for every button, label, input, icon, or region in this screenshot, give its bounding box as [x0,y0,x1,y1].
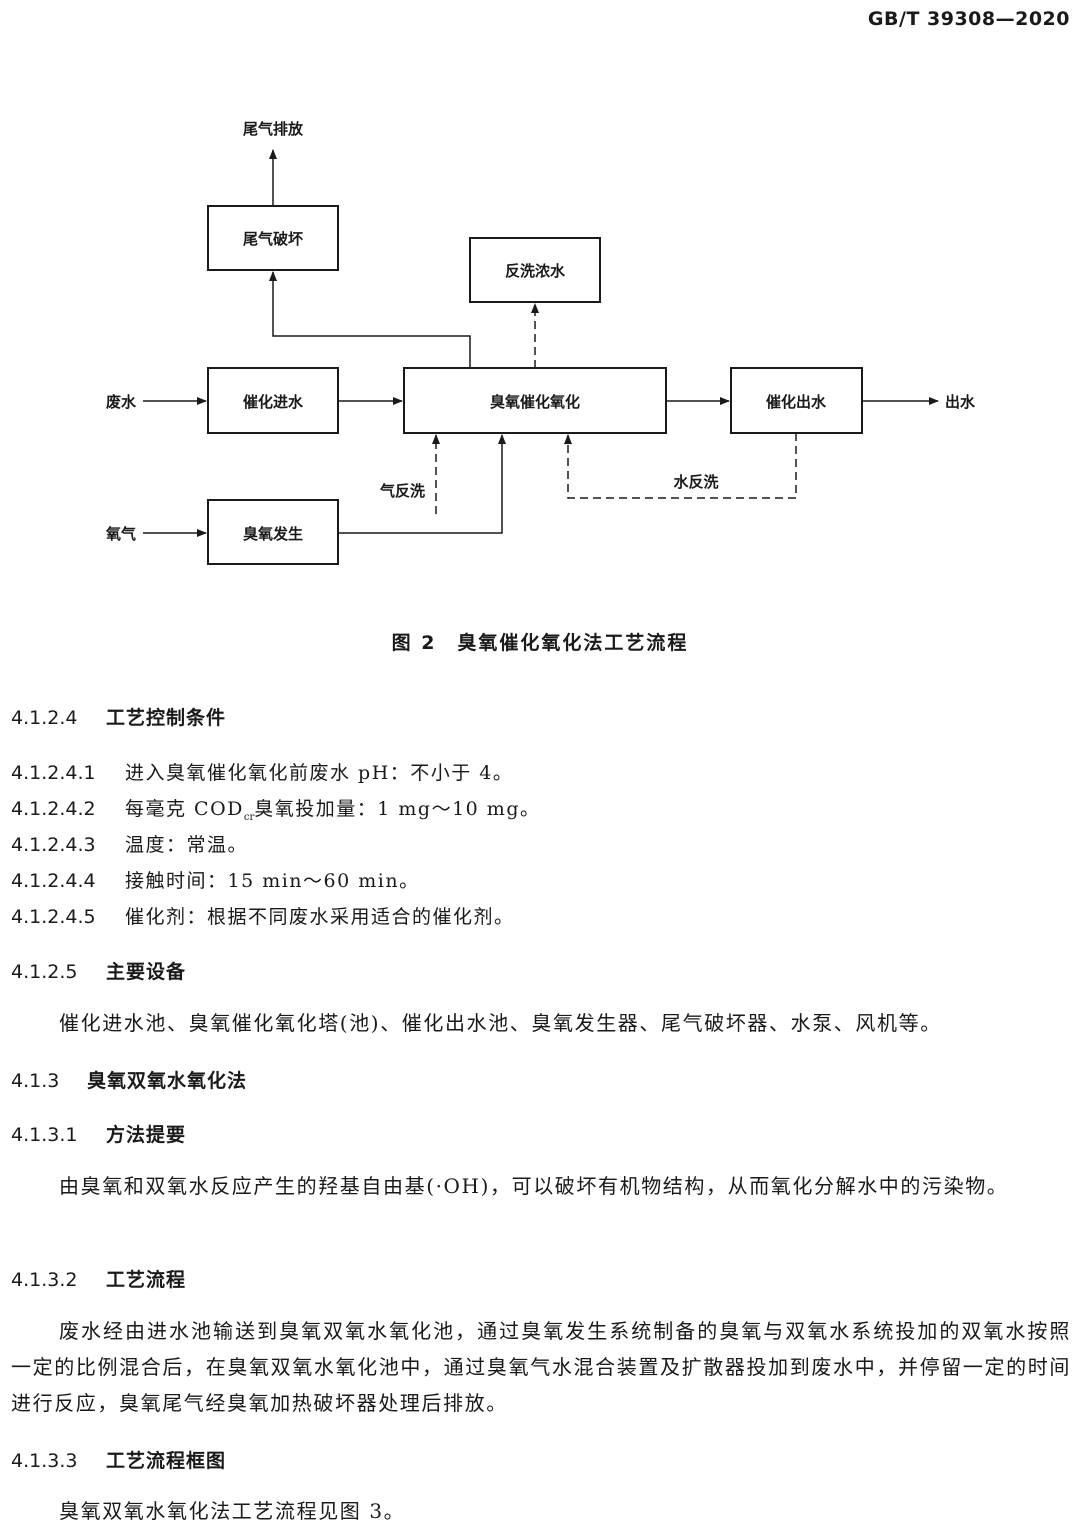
arrow-water-backwash [564,433,797,499]
label-catalytic-inlet: 催化进水 [243,393,304,411]
label-tail-gas-destruction: 尾气破坏 [243,230,303,248]
item-number: 4.1.2.4.1 [11,762,96,784]
section-heading-4-1-2-5: 4.1.2.5 主要设备 [11,957,186,984]
section-heading-4-1-3-1: 4.1.3.1 方法提要 [11,1120,186,1147]
section-number: 4.1.2.4 [11,707,78,729]
section-heading-4-1-2-4: 4.1.2.4 工艺控制条件 [11,703,226,730]
item-text-after: 臭氧投加量：1 mg～10 mg。 [254,798,541,820]
label-tail-gas-discharge: 尾气排放 [243,120,304,138]
process-flow-diagram: 尾气排放 尾气破坏 反洗浓水 废水 催化进水 臭氧催化氧化 催化出水 出水 气反… [105,120,976,565]
label-water-backwash: 水反洗 [673,473,718,491]
section-number: 4.1.3.1 [11,1124,78,1146]
label-wastewater: 废水 [106,393,137,411]
label-gas-backwash: 气反洗 [379,482,425,500]
list-item: 4.1.2.4.3 温度：常温。 [11,830,248,857]
item-text: 催化剂：根据不同废水采用适合的催化剂。 [125,906,515,928]
item-text: 进入臭氧催化氧化前废水 pH：不小于 4。 [125,762,514,784]
paragraph-main-equipment: 催化进水池、臭氧催化氧化塔(池)、催化出水池、臭氧发生器、尾气破坏器、水泵、风机… [59,1011,942,1035]
item-number: 4.1.2.4.3 [11,834,96,856]
arrow-oxidation-to-destruction [269,271,471,368]
item-number: 4.1.2.4.5 [11,906,96,928]
list-item: 4.1.2.4.5 催化剂：根据不同废水采用适合的催化剂。 [11,902,515,929]
list-item: 4.1.2.4.1 进入臭氧催化氧化前废水 pH：不小于 4。 [11,758,513,785]
list-item: 4.1.2.4.2 每毫克 CODcr臭氧投加量：1 mg～10 mg。 [11,794,540,823]
cod-subscript: cr [243,811,255,823]
item-number: 4.1.2.4.4 [11,870,96,892]
section-number: 4.1.2.5 [11,961,78,983]
paragraph-process-flow: 废水经由进水池输送到臭氧双氧水氧化池，通过臭氧发生系统制备的臭氧与双氧水系统投加… [11,1319,1071,1415]
item-text: 接触时间：15 min～60 min。 [125,870,420,892]
arrow-generation-to-oxidation [338,434,506,534]
label-outlet-water: 出水 [945,393,976,411]
label-ozone-generation: 臭氧发生 [243,525,303,543]
label-backwash-concentrate: 反洗浓水 [505,262,566,280]
section-heading-4-1-3-2: 4.1.3.2 工艺流程 [11,1265,186,1292]
item-number: 4.1.2.4.2 [11,798,96,820]
section-number: 4.1.3.3 [11,1450,78,1472]
item-text-before: 每毫克 COD [125,798,244,820]
label-oxygen: 氧气 [105,525,136,543]
section-heading-4-1-3-3: 4.1.3.3 工艺流程框图 [11,1446,226,1473]
paragraph-method-summary: 由臭氧和双氧水反应产生的羟基自由基(·OH)，可以破坏有机物结构，从而氧化分解水… [59,1174,1009,1198]
section-title: 工艺流程框图 [106,1450,227,1472]
box-ozone-generation [207,499,339,565]
box-backwash-concentrate [469,237,601,303]
paragraph-flow-diagram-ref: 臭氧双氧水氧化法工艺流程见图 3。 [59,1499,406,1523]
section-title: 臭氧双氧水氧化法 [87,1070,248,1092]
figure-caption: 图 2 臭氧催化氧化法工艺流程 [391,632,689,654]
section-title: 主要设备 [106,961,187,983]
section-title: 工艺流程 [106,1269,187,1291]
section-number: 4.1.3 [11,1070,60,1092]
section-title: 方法提要 [106,1124,187,1146]
list-item: 4.1.2.4.4 接触时间：15 min～60 min。 [11,866,420,893]
label-ozone-catalytic-oxidation: 臭氧催化氧化 [490,393,580,411]
section-title: 工艺控制条件 [106,707,227,729]
item-text: 温度：常温。 [125,834,249,856]
section-number: 4.1.3.2 [11,1269,78,1291]
section-heading-4-1-3: 4.1.3 臭氧双氧水氧化法 [11,1066,247,1093]
standard-code: GB/T 39308—2020 [867,8,1070,30]
label-catalytic-outlet: 催化出水 [766,393,827,411]
